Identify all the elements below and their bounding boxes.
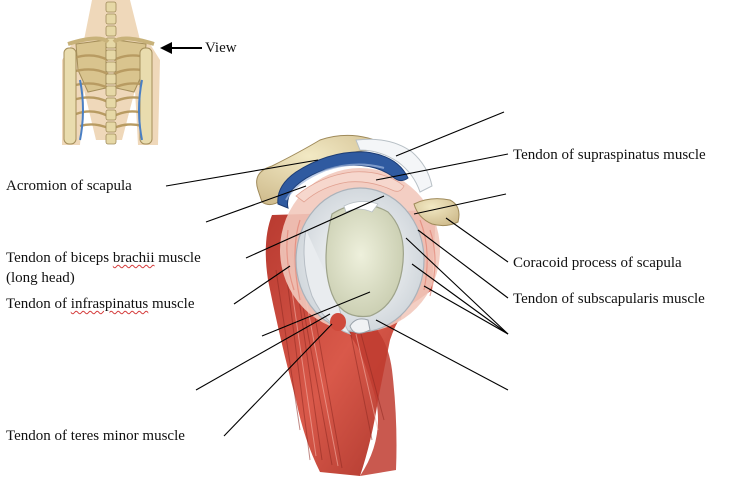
label-supraspinatus: Tendon of supraspinatus muscle (513, 147, 706, 163)
view-arrow (160, 42, 202, 54)
glenoid-cavity (325, 201, 404, 318)
label-infra-part-1: Tendon of (6, 296, 71, 312)
label-teres-minor: Tendon of teres minor muscle (6, 428, 185, 444)
label-biceps-part-2: brachii (112, 250, 155, 266)
view-label: View (205, 40, 237, 56)
label-acromion: Acromion of scapula (6, 178, 132, 194)
label-biceps-part-3: muscle (154, 250, 201, 266)
skeleton-thumbnail (62, 0, 162, 145)
label-coracoid: Coracoid process of scapula (513, 255, 682, 271)
label-biceps-long-head: (long head) (6, 270, 75, 286)
label-biceps-part-1: Tendon of biceps (6, 250, 113, 266)
teres-minor-tendon (330, 313, 346, 331)
label-infraspinatus: Tendon of infraspinatus muscle (6, 295, 195, 313)
label-infra-part-3: muscle (148, 296, 195, 312)
label-subscapularis: Tendon of subscapularis muscle (513, 291, 705, 307)
label-biceps-tendon: Tendon of biceps brachii muscle (6, 249, 201, 267)
leader-lines (165, 111, 509, 437)
label-infra-part-2: infraspinatus (70, 296, 149, 312)
